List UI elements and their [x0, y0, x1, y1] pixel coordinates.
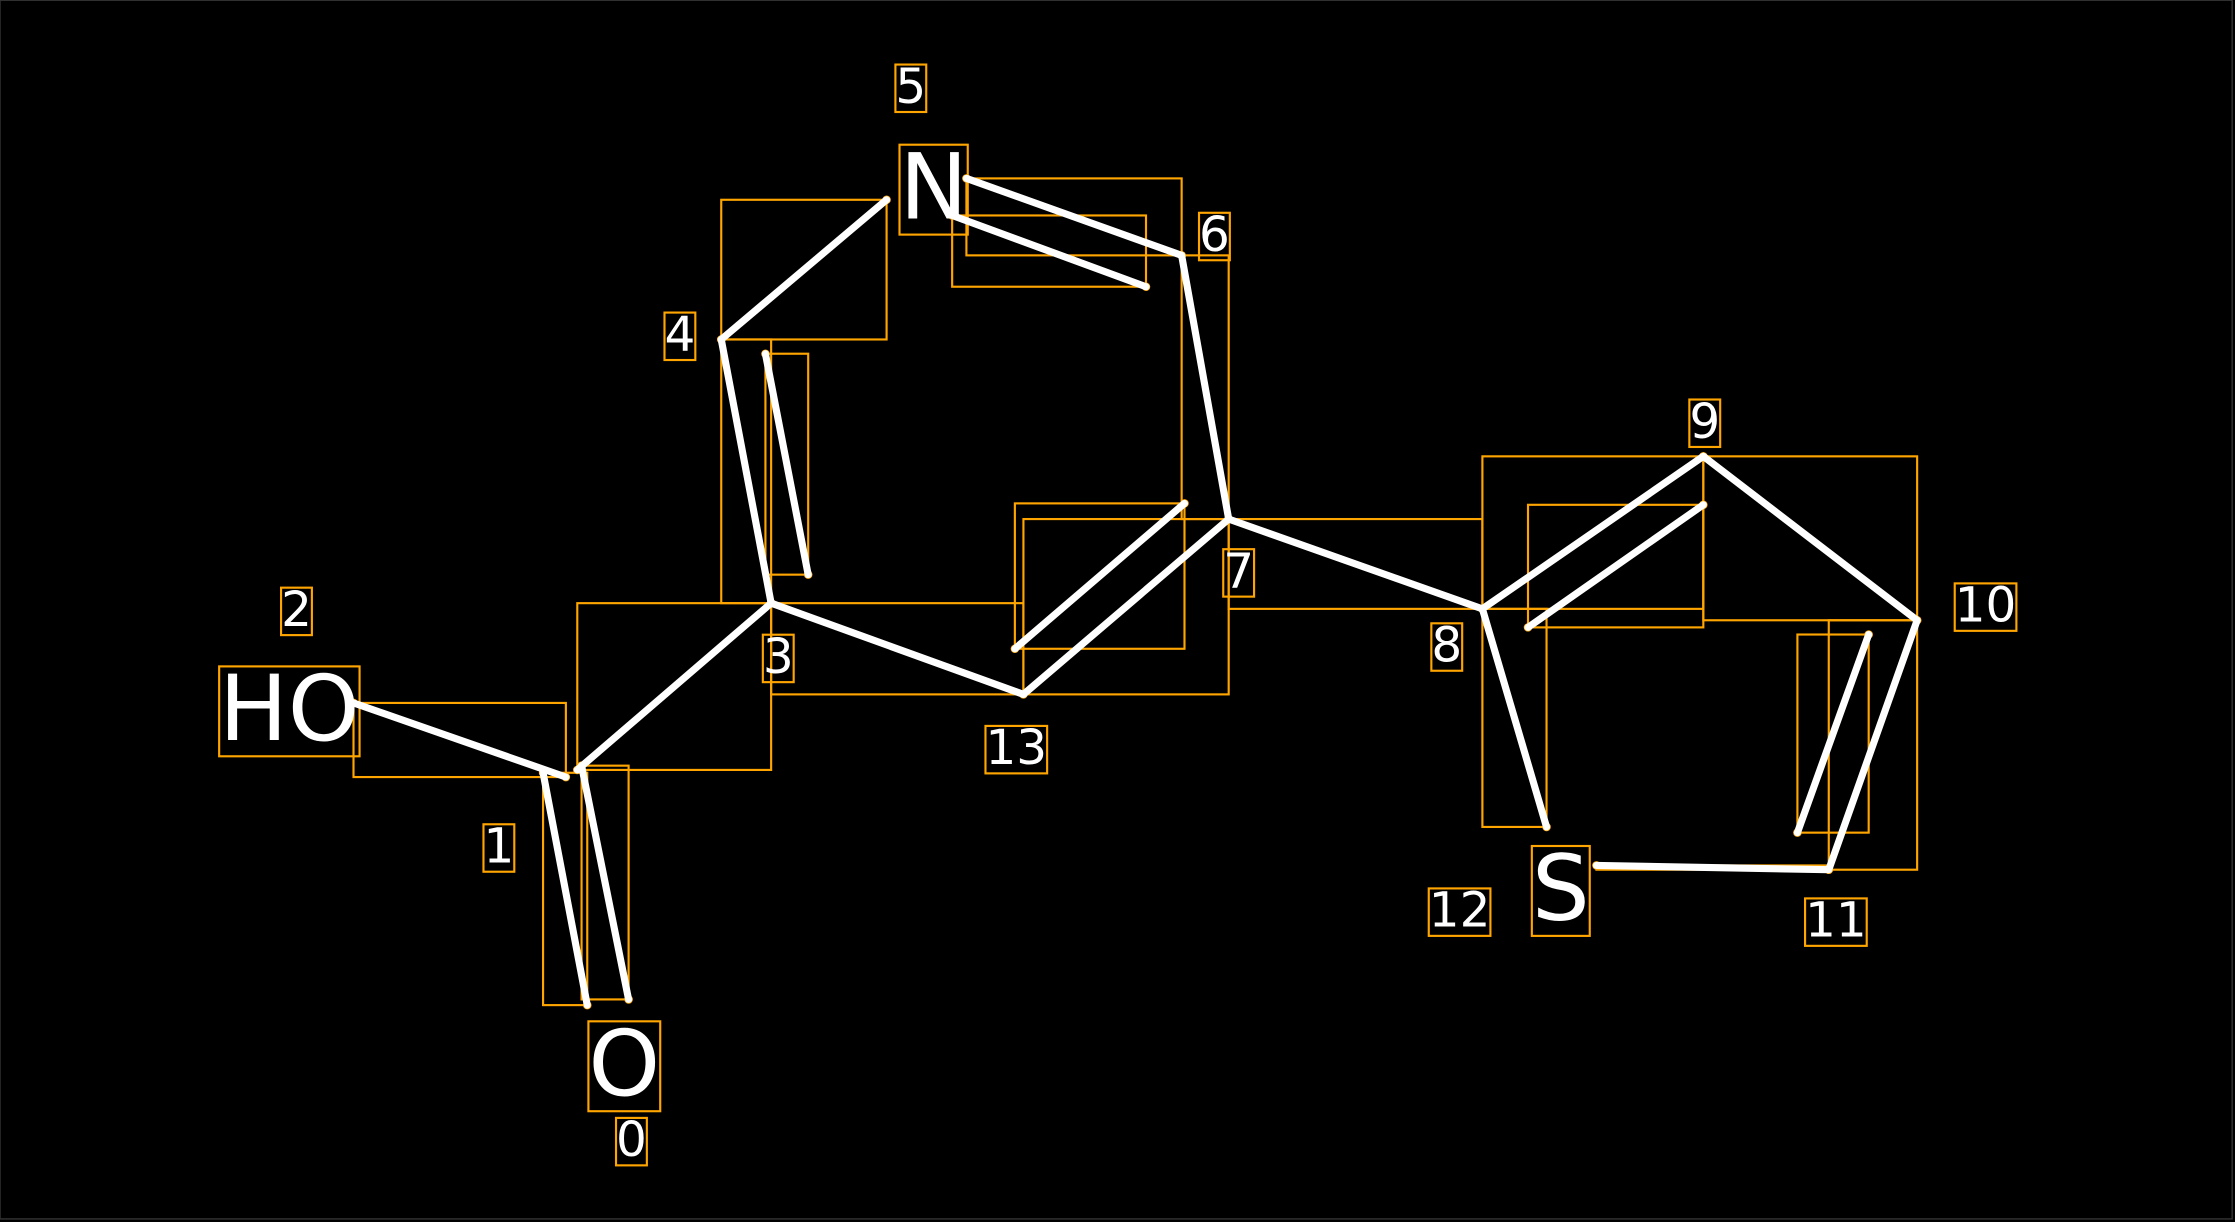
- bond-line: [1019, 515, 1233, 698]
- atom-symbol-ho: HO: [219, 655, 359, 762]
- atom-index-label: 0: [616, 1112, 647, 1168]
- bond-line: [349, 699, 570, 781]
- atom-index-box: [1222, 548, 1256, 598]
- atom-index-label: 7: [1223, 543, 1254, 599]
- atom-index-label: 8: [1431, 618, 1462, 674]
- bond-bounding-box: [352, 701, 567, 779]
- bond-bounding-box: [1702, 455, 1919, 622]
- bond-line: [1592, 861, 1833, 874]
- bond-line: [1478, 452, 1707, 613]
- atom-index-box: [894, 63, 928, 114]
- bond-line: [717, 196, 891, 344]
- bond-bounding-box: [1013, 502, 1186, 650]
- atom-symbol-box: [218, 665, 361, 758]
- bond-line: [539, 769, 591, 1009]
- atom-index-box: [482, 823, 516, 873]
- atom-index-box: [1953, 582, 2018, 632]
- bond-bounding-box: [770, 602, 1025, 696]
- bond-line: [1225, 515, 1486, 613]
- atom-index-box: [1197, 211, 1231, 262]
- atom-symbol-n: N: [900, 133, 968, 240]
- bond-line: [761, 350, 812, 579]
- bond-bounding-box: [764, 352, 810, 576]
- bond-line: [573, 599, 775, 774]
- bond-bounding-box: [720, 198, 888, 341]
- atom-index-box: [279, 586, 313, 637]
- atom-index-box: [761, 633, 795, 684]
- atom-index-label: 2: [281, 582, 312, 638]
- bond-bounding-box: [951, 214, 1148, 288]
- atom-index-label: 3: [763, 629, 794, 685]
- bond-line: [1524, 501, 1707, 631]
- atom-index-box: [1803, 897, 1868, 947]
- atom-index-box: [984, 724, 1049, 775]
- atom-symbol-box: [1530, 844, 1591, 937]
- atom-index-label: 11: [1805, 893, 1867, 949]
- atom-index-label: 13: [985, 720, 1047, 776]
- bond-line: [577, 762, 633, 1003]
- atom-symbol-box: [587, 1020, 662, 1113]
- bond-line: [1478, 605, 1551, 831]
- atom-index-box: [1430, 622, 1464, 672]
- atom-symbol-s: S: [1532, 835, 1590, 942]
- bond-line: [1178, 251, 1233, 523]
- atom-index-box: [663, 311, 697, 362]
- bond-line: [767, 599, 1027, 698]
- atom-index-label: 12: [1429, 883, 1491, 939]
- bond-line: [948, 211, 1150, 291]
- bond-line: [1699, 452, 1921, 624]
- bond-bounding-box: [542, 771, 589, 1007]
- atom-symbol-o: O: [588, 1010, 660, 1117]
- bond-bounding-box: [1796, 633, 1870, 834]
- atom-index-box: [614, 1116, 648, 1167]
- bond-line: [1011, 499, 1189, 653]
- atom-index-box: [1427, 887, 1492, 937]
- atom-index-label: 4: [664, 307, 695, 363]
- atom-index-label: 5: [895, 59, 926, 115]
- atom-symbol-box: [898, 143, 969, 236]
- atom-index-label: 9: [1689, 394, 1720, 450]
- bond-bounding-box: [1481, 607, 1548, 829]
- atom-index-label: 10: [1955, 578, 2017, 634]
- atom-index-box: [1688, 398, 1722, 449]
- bond-line: [717, 335, 775, 607]
- bond-line: [962, 174, 1186, 259]
- atom-index-label: 6: [1199, 207, 1230, 263]
- bond-bounding-box: [965, 177, 1183, 257]
- bond-bounding-box: [580, 764, 630, 1001]
- atom-index-label: 1: [483, 819, 514, 875]
- bond-line: [1825, 616, 1921, 874]
- bond-line: [1793, 630, 1873, 837]
